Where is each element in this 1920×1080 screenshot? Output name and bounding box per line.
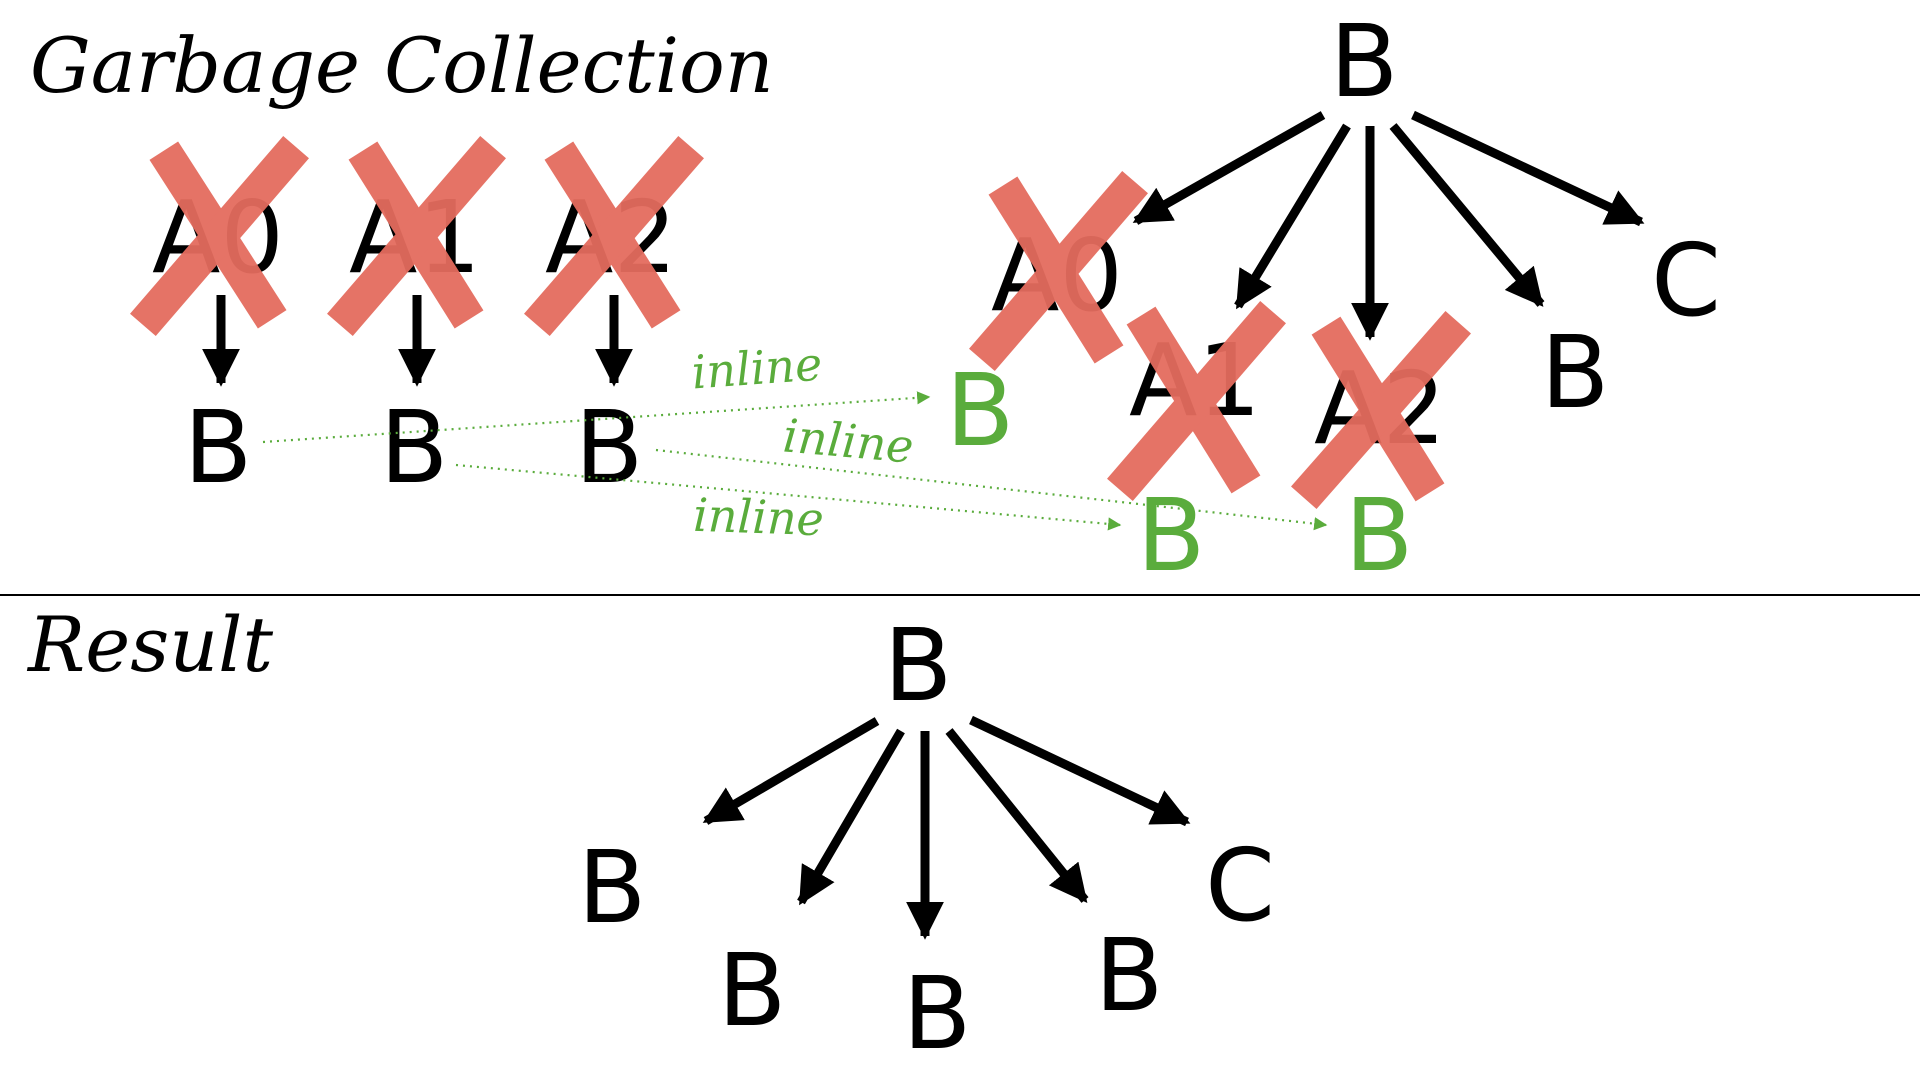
inlined-b-2: B	[1137, 477, 1206, 594]
result-child-3: B	[903, 955, 972, 1072]
result-child-5: C	[1205, 827, 1275, 944]
gc-tree-edge-c	[1411, 110, 1645, 227]
result-edge-4	[945, 728, 1089, 903]
inlined-b-3: B	[1345, 477, 1414, 594]
gc-tree-child-b: B	[1541, 314, 1610, 431]
result-edge-5	[969, 715, 1191, 827]
cross-tree-a2-icon	[1291, 311, 1471, 509]
result-child-4: B	[1095, 917, 1164, 1034]
result-child-1: B	[578, 829, 647, 946]
inline-label-2: inline	[781, 408, 916, 473]
cross-alloc-a1-icon	[327, 136, 506, 336]
cross-alloc-a0-icon	[130, 136, 309, 336]
gc-tree-edge-a0	[1132, 111, 1326, 225]
result-edge-2	[797, 728, 905, 906]
inline-label-1: inline	[690, 337, 824, 400]
result-child-2: B	[718, 932, 787, 1049]
cross-tree-a1-icon	[1107, 301, 1286, 501]
result-title: Result	[28, 600, 273, 689]
cross-alloc-a2-icon	[524, 136, 704, 336]
result-edge-1	[702, 717, 880, 825]
gc-tree-edge-b	[1389, 123, 1545, 307]
alloc-a0-target: B	[184, 389, 253, 506]
gc-tree-child-c: C	[1651, 222, 1721, 339]
inline-arrow-3	[655, 448, 1328, 531]
inline-label-3: inline	[692, 488, 824, 547]
gc-crosses	[130, 136, 1471, 509]
cross-tree-a0-icon	[969, 171, 1148, 371]
gc-title: Garbage Collection	[30, 21, 774, 110]
inlined-b-1: B	[946, 352, 1015, 469]
alloc-a2-target: B	[575, 389, 644, 506]
gc-tree-edge-a1	[1234, 123, 1351, 310]
gc-tree-root: B	[1330, 3, 1399, 120]
result-root: B	[884, 607, 953, 724]
alloc-a1-target: B	[380, 389, 449, 506]
